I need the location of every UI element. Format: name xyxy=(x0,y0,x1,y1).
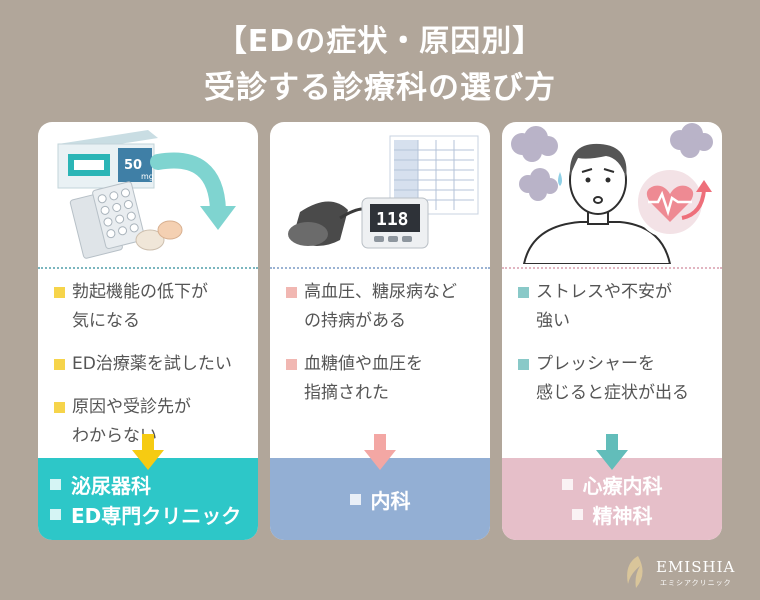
logo-mark-icon xyxy=(627,556,643,588)
card-divider xyxy=(502,267,722,269)
department-box: 心療内科 精神科 xyxy=(502,458,722,540)
department-item: 精神科 xyxy=(502,499,722,529)
department-label: ED専門クリニック xyxy=(71,503,242,528)
arrow-down-icon xyxy=(132,434,164,470)
symptom-line: 血糖値や血圧を xyxy=(304,354,423,374)
symptom-line: ストレスや不安が xyxy=(536,282,672,302)
card-divider xyxy=(38,267,258,269)
stressed-man-illustration xyxy=(511,123,713,264)
bullet-square-icon xyxy=(54,287,65,298)
symptom-item: 血糖値や血圧を 指摘された xyxy=(286,350,482,408)
bullet-square-icon xyxy=(286,287,297,298)
department-label: 内科 xyxy=(370,488,411,513)
logo-name: EMISHIA xyxy=(656,558,736,576)
card-urology: 50 mg 勃起機能の低下が 気になる ED治療薬を試したい xyxy=(38,122,258,540)
brand-logo: EMISHIA エミシアクリニック xyxy=(620,552,748,592)
symptom-item: プレッシャーを 感じると症状が出る xyxy=(518,350,714,408)
card-divider xyxy=(270,267,490,269)
symptom-list: 高血圧、糖尿病など の持病がある 血糖値や血圧を 指摘された xyxy=(286,278,482,422)
bullet-square-icon xyxy=(54,402,65,413)
bullet-square-icon xyxy=(50,508,61,520)
bullet-square-icon xyxy=(50,478,61,490)
department-label: 泌尿器科 xyxy=(71,473,151,498)
medicine-illustration: 50 mg xyxy=(57,130,236,259)
symptom-line: 感じると症状が出る xyxy=(536,383,689,403)
bullet-square-icon xyxy=(518,359,529,370)
department-label: 精神科 xyxy=(592,503,653,528)
symptom-item: ストレスや不安が 強い xyxy=(518,278,714,336)
symptom-line: 高血圧、糖尿病など xyxy=(304,282,457,302)
bullet-square-icon xyxy=(571,508,583,520)
box-dose-label: 50 xyxy=(124,158,142,173)
bullet-square-icon xyxy=(54,359,65,370)
arrow-down-icon xyxy=(364,434,396,470)
title-line-2: 受診する診療科の選び方 xyxy=(204,70,556,106)
title-line-1: 【EDの症状・原因別】 xyxy=(216,24,544,59)
symptom-line: 指摘された xyxy=(304,383,389,403)
symptom-line: の持病がある xyxy=(304,311,406,331)
department-box: 内科 xyxy=(270,458,490,540)
symptom-line: わからない xyxy=(72,426,157,446)
bullet-square-icon xyxy=(561,478,573,490)
bullet-square-icon xyxy=(286,359,297,370)
symptom-list: ストレスや不安が 強い プレッシャーを 感じると症状が出る xyxy=(518,278,714,422)
card-psychosomatic: ストレスや不安が 強い プレッシャーを 感じると症状が出る 心療内科 精神科 xyxy=(502,122,722,540)
symptom-line: 強い xyxy=(536,311,570,331)
box-dose-unit: mg xyxy=(141,172,154,181)
symptom-item: ED治療薬を試したい xyxy=(54,350,250,379)
blood-pressure-illustration: 118 xyxy=(288,135,479,249)
symptom-line: ED治療薬を試したい xyxy=(72,354,232,374)
symptom-line: 勃起機能の低下が xyxy=(72,282,208,302)
symptom-item: 高血圧、糖尿病など の持病がある xyxy=(286,278,482,336)
logo-sub: エミシアクリニック xyxy=(660,579,732,587)
monitor-reading: 118 xyxy=(376,209,409,230)
symptom-line: プレッシャーを xyxy=(536,354,655,374)
department-item: 心療内科 xyxy=(502,469,722,499)
department-box: 泌尿器科 ED専門クリニック xyxy=(38,458,258,540)
department-item: 内科 xyxy=(270,484,490,514)
department-item: ED専門クリニック xyxy=(38,499,258,529)
department-item: 泌尿器科 xyxy=(38,469,258,499)
arrow-down-icon xyxy=(596,434,628,470)
symptom-line: 原因や受診先が xyxy=(72,397,191,417)
bullet-square-icon xyxy=(518,287,529,298)
symptom-item: 原因や受診先が わからない xyxy=(54,393,250,451)
symptom-list: 勃起機能の低下が 気になる ED治療薬を試したい 原因や受診先が わからない xyxy=(54,278,250,465)
card-internal-medicine: 118 高血圧、糖尿病など の持病がある 血糖値や血圧を 指摘された 内科 xyxy=(270,122,490,540)
symptom-item: 勃起機能の低下が 気になる xyxy=(54,278,250,336)
bullet-square-icon xyxy=(349,493,361,505)
department-label: 心療内科 xyxy=(582,473,663,498)
symptom-line: 気になる xyxy=(72,311,140,331)
